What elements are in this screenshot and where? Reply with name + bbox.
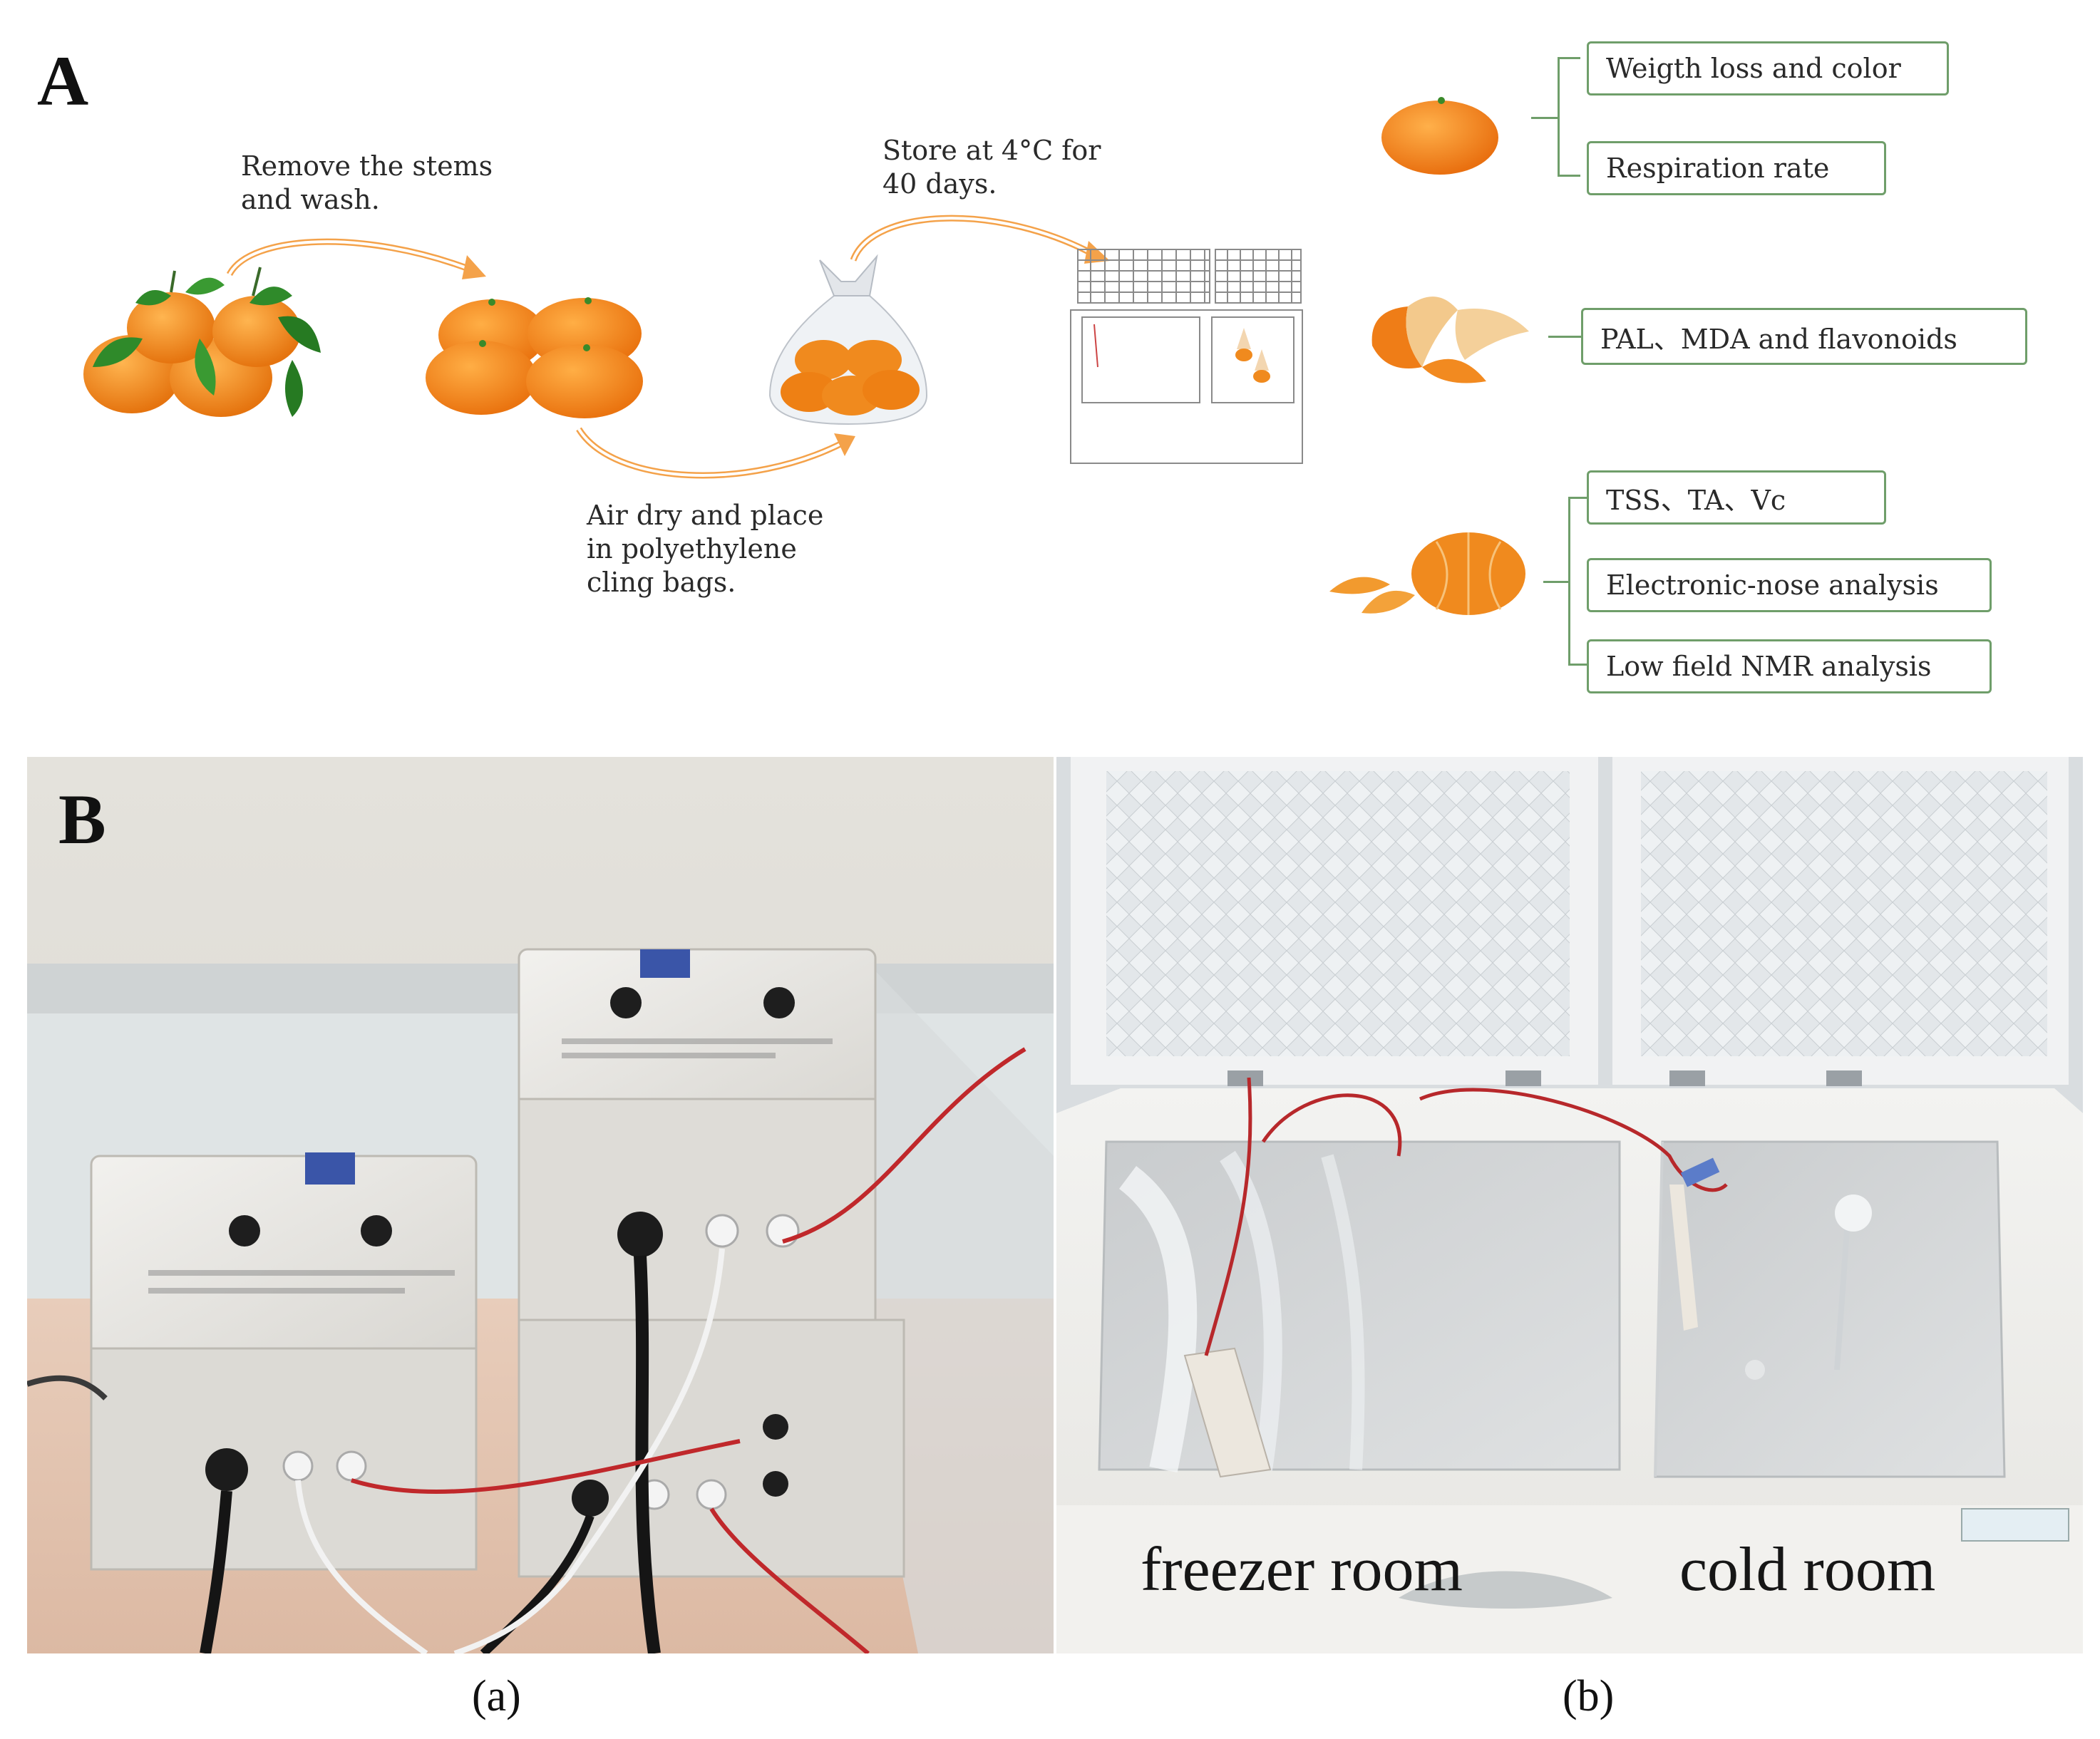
- whole-fruit-bracket: [1558, 57, 1580, 177]
- peeled-mandarin-illustration: [1329, 532, 1525, 615]
- washed-mandarins-illustration: [426, 297, 643, 418]
- step-remove-stems-text: Remove the stems and wash.: [241, 150, 493, 215]
- analysis-box-weight-loss: Weigth loss and color: [1587, 41, 1949, 96]
- freezer-photo-illustration: [1056, 757, 2083, 1653]
- analysis-box-respiration: Respiration rate: [1587, 141, 1886, 195]
- panel-b-letter: B: [58, 780, 106, 859]
- process-arrow-2: [576, 427, 855, 479]
- pulp-bracket-tick: [1543, 581, 1568, 583]
- photo-freezer: freezer room cold room: [1056, 757, 2083, 1653]
- whole-mandarin-illustration: [1381, 97, 1498, 175]
- process-arrow-1: [226, 238, 486, 279]
- control-boxes-photo-illustration: [27, 757, 1054, 1653]
- peel-connector: [1548, 336, 1581, 338]
- analysis-box-enose: Electronic-nose analysis: [1587, 558, 1992, 612]
- whole-fruit-bracket-tick: [1531, 117, 1558, 119]
- mandarin-peel-illustration: [1371, 296, 1529, 383]
- cling-bag-illustration: [768, 254, 928, 425]
- panel-a-letter: A: [37, 41, 89, 120]
- photo-control-boxes: B: [27, 757, 1054, 1653]
- pulp-bracket: [1568, 497, 1590, 666]
- caption-a: (a): [472, 1672, 521, 1720]
- freezer-room-label: freezer room: [1141, 1535, 1463, 1604]
- fresh-mandarins-with-leaves-illustration: [83, 267, 321, 417]
- analysis-box-tss: TSS、TA、Vc: [1587, 470, 1886, 525]
- chest-freezer-illustration: [1070, 249, 1303, 464]
- analysis-box-pal-mda: PAL、MDA and flavonoids: [1581, 308, 2027, 365]
- step-store-text: Store at 4°C for 40 days.: [882, 135, 1101, 200]
- step-air-dry-text: Air dry and place in polyethylene cling …: [587, 500, 824, 598]
- caption-b: (b): [1563, 1672, 1615, 1720]
- analysis-box-nmr: Low field NMR analysis: [1587, 639, 1992, 693]
- cold-room-label: cold room: [1679, 1535, 1936, 1604]
